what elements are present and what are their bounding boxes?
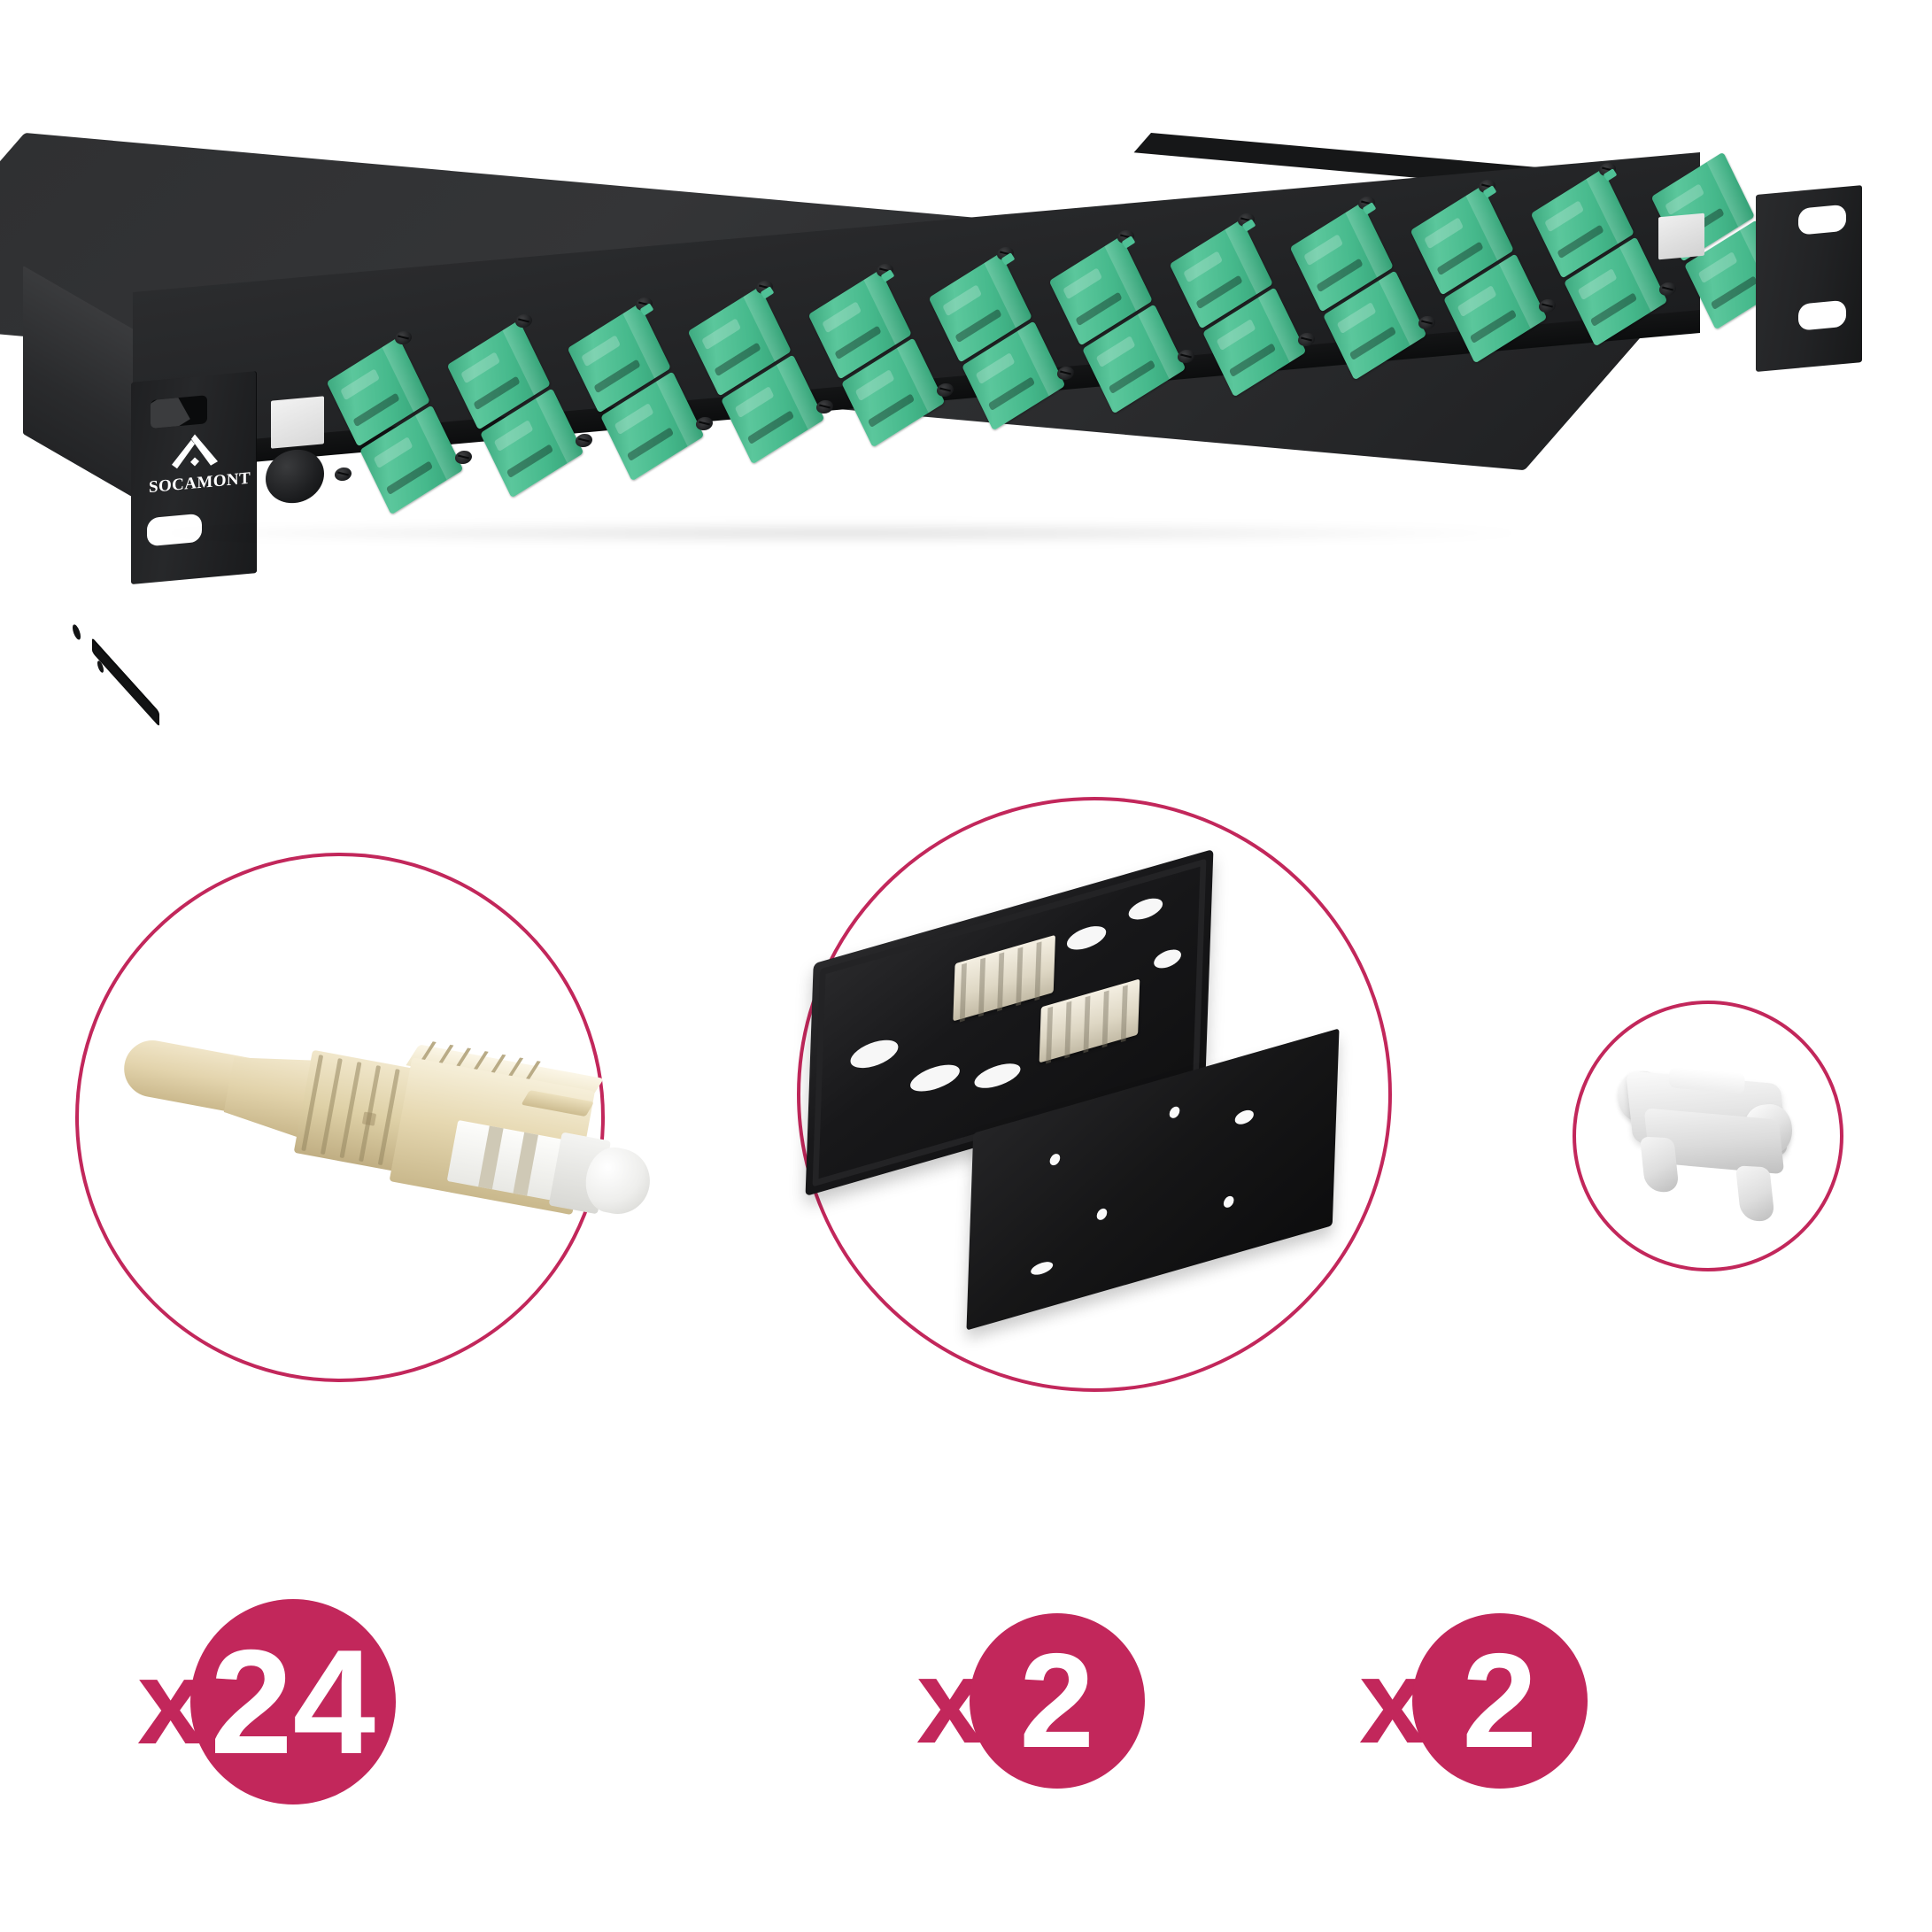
brand-name: SOCAMONT <box>149 468 251 498</box>
adapter-screw <box>1057 366 1074 381</box>
adapter-screw <box>1659 282 1676 297</box>
sc-duplex-adapter[interactable] <box>1048 236 1186 414</box>
panel-drop-shadow <box>151 522 1532 544</box>
fiber-patch-panel: SOCAMONT <box>0 0 1932 744</box>
adapter-array <box>0 0 1932 744</box>
splice-tray-icon <box>801 848 1350 1337</box>
sc-duplex-adapter[interactable] <box>567 303 705 482</box>
sc-duplex-adapter[interactable] <box>928 252 1066 431</box>
adapter-screw <box>937 383 954 398</box>
adapter-screw <box>335 467 352 482</box>
rack-mount-ear-right <box>1756 185 1862 372</box>
callout-ring-connector <box>75 853 605 1382</box>
sc-duplex-adapter[interactable] <box>1410 185 1548 364</box>
adapter-screw <box>395 330 412 345</box>
adapter-screw <box>1178 349 1194 364</box>
adapter-screw <box>1539 298 1556 313</box>
callout-ring-splice-tray <box>797 797 1392 1392</box>
clip-leg <box>1735 1165 1775 1223</box>
callout-ring-clip <box>1573 1001 1843 1271</box>
quantity-value: 2 <box>1411 1613 1588 1789</box>
brand-logo: SOCAMONT <box>149 428 251 498</box>
sc-duplex-adapter[interactable] <box>446 320 584 498</box>
quantity-badge-clips: x 2 <box>1359 1613 1588 1789</box>
sc-duplex-adapter[interactable] <box>326 336 464 515</box>
sc-duplex-adapter[interactable] <box>1289 202 1427 381</box>
adapter-screw <box>1298 332 1315 347</box>
adapter-screw <box>696 416 713 431</box>
ear-cutout <box>151 395 207 429</box>
rack-screw-slot <box>1798 299 1846 331</box>
quantity-value: 2 <box>969 1613 1145 1789</box>
quantity-value: 24 <box>189 1599 396 1804</box>
adapter-screw <box>1418 315 1435 330</box>
adapter-screw <box>576 433 592 448</box>
clip-leg <box>1639 1136 1680 1194</box>
cable-clip-icon <box>1611 1029 1812 1238</box>
front-id-label-right <box>1658 213 1704 260</box>
sc-duplex-adapter[interactable] <box>808 269 946 448</box>
adapter-screw <box>816 399 833 414</box>
rack-mount-ear-left: SOCAMONT <box>131 371 257 584</box>
adapter-screw <box>515 313 532 328</box>
socamont-chevron-icon <box>172 434 218 469</box>
rack-screw-slot <box>1798 204 1846 236</box>
sc-duplex-adapter[interactable] <box>1169 219 1307 398</box>
sc-duplex-adapter[interactable] <box>687 286 825 465</box>
quantity-badge-trays: x 2 <box>916 1613 1145 1789</box>
connector-keying-mark <box>361 1111 377 1126</box>
adapter-screw <box>455 450 472 465</box>
sc-duplex-adapter[interactable] <box>1530 168 1668 347</box>
front-id-label <box>271 396 324 449</box>
quantity-badge-connectors: x 24 <box>137 1599 396 1804</box>
